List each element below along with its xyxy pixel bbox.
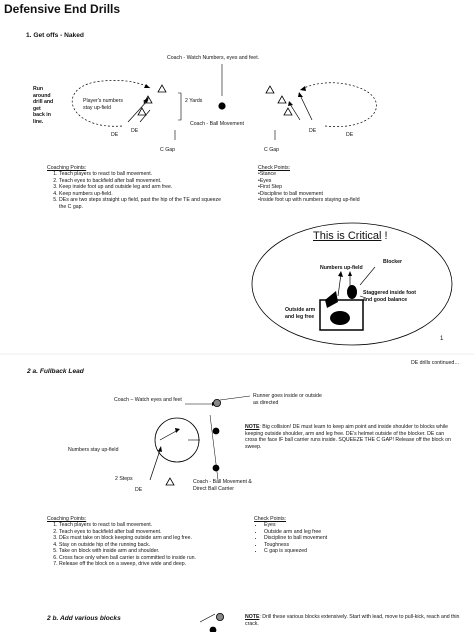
drill1-heading: 1. Get offs - Naked: [26, 32, 84, 39]
de-label: DE: [309, 128, 317, 134]
ball-icon: [218, 102, 226, 110]
list-item: DEs are two steps straight up field, pas…: [59, 197, 222, 210]
list-item: Teach players to react to ball movement.: [59, 171, 222, 178]
player-triangle-icon: [157, 84, 167, 93]
list-item: •First Step: [258, 184, 283, 190]
check-points-list: Eyes Outside arm and leg free Discipline…: [254, 522, 327, 555]
de-label: DE: [135, 487, 143, 493]
drill2b-heading: 2 b. Add various blocks: [47, 615, 121, 622]
player-triangle-icon: [265, 85, 275, 94]
foot-icon: [347, 285, 357, 299]
list-item: Outside arm and leg free: [264, 529, 327, 536]
ball-icon: [212, 464, 220, 472]
list-item: C gap is squeezed: [264, 548, 327, 555]
list-item: Stay on outside hip of the running back.: [59, 542, 247, 549]
check-points-title: Check Points:: [254, 516, 287, 522]
list-item: •Eyes: [258, 177, 272, 184]
list-item: Discipline to ball movement: [264, 535, 327, 542]
page-number: 1: [440, 336, 444, 342]
arrow-icon: [288, 101, 293, 106]
critical-title: This is Critical !: [313, 230, 388, 242]
c-gap-label: C Gap: [264, 147, 279, 153]
blocker-pad: [319, 299, 364, 331]
de-label: DE: [111, 132, 119, 138]
coaching-points-list: Teach players to react to ball movement.…: [47, 171, 222, 210]
player-triangle-icon: [283, 107, 293, 116]
list-item: Teach players to react to ball movement.: [59, 522, 247, 529]
coach-watch-label: Coach - Watch Numbers, eyes and feet.: [167, 55, 260, 61]
ball-icon: [209, 626, 217, 632]
player-triangle-icon: [137, 107, 147, 116]
list-item: Eyes: [264, 522, 327, 529]
coaching-points-list: Teach players to react to ball movement.…: [47, 522, 247, 568]
coaching-points-title: Coaching Points:: [47, 516, 87, 522]
list-item: Toughness: [264, 542, 327, 549]
list-item: Teach eyes to backfield after ball movem…: [59, 529, 247, 536]
numbers-upfield-label: Numbers up-field: [320, 265, 363, 271]
player-triangle-icon: [165, 477, 175, 486]
drill2a-heading: 2 a. Fullback Lead: [27, 368, 84, 375]
note-text: NOTE: Drill these various blocks extensi…: [245, 614, 460, 627]
arrow-icon: [298, 92, 303, 97]
run-around-path: [299, 82, 377, 127]
list-item: DEs must take on block keeping outside a…: [59, 535, 247, 542]
list-item: Cross face only when ball carrier is com…: [59, 555, 247, 562]
list-item: Teach eyes to backfield after ball movem…: [59, 178, 222, 185]
arrow-icon: [143, 97, 149, 103]
check-points-list: •Stance •Eyes •First Step •Discipline to…: [258, 171, 360, 204]
note-text: NOTE: Big collision! DE must learn to ke…: [245, 424, 451, 450]
list-item: Keep inside foot up and outside leg and …: [59, 184, 222, 191]
list-item: Take on block with inside arm and should…: [59, 548, 247, 555]
c-gap-label: C Gap: [160, 147, 175, 153]
critical-ellipse: [251, 222, 453, 346]
list-item: Keep numbers up-field.: [59, 191, 222, 198]
foot-icon: [325, 291, 338, 308]
foot-icon: [330, 311, 350, 325]
runner-icon: [215, 613, 224, 622]
coach-watch-label: Coach – Watch eyes and feet: [114, 397, 182, 403]
coaching-points-title: Coaching Points:: [47, 165, 87, 171]
two-yards-label: 2 Yards: [185, 98, 203, 104]
check-points-title: Check Points:: [258, 165, 291, 171]
ball-icon: [212, 427, 220, 435]
list-item: •Inside foot up with numbers staying up-…: [258, 197, 360, 203]
two-yards-bracket: [178, 92, 182, 121]
continued-label: DE drills continued…: [411, 360, 460, 366]
arrow-icon: [144, 84, 150, 88]
blocker-label: Blocker: [383, 259, 403, 265]
list-item: •Discipline to ball movement: [258, 190, 323, 197]
de-label: DE: [131, 128, 139, 134]
two-steps-label: 2 Steps: [115, 476, 133, 482]
arrow-icon: [300, 86, 306, 91]
de-label: DE: [346, 132, 354, 138]
coach-ball-label: Coach - Ball Movement &Direct Ball Carri…: [193, 479, 252, 492]
page-title: Defensive End Drills: [4, 2, 121, 16]
list-item: •Stance: [258, 171, 276, 177]
coach-ball-label: Coach - Ball Movement: [190, 121, 244, 127]
list-item: Release off the block on a sweep, drive …: [59, 561, 247, 568]
numbers-up-label: Numbers stay up-field: [68, 447, 119, 453]
player-triangle-icon: [277, 95, 287, 104]
runner-icon: [212, 398, 221, 407]
run-around-path: [71, 80, 151, 127]
